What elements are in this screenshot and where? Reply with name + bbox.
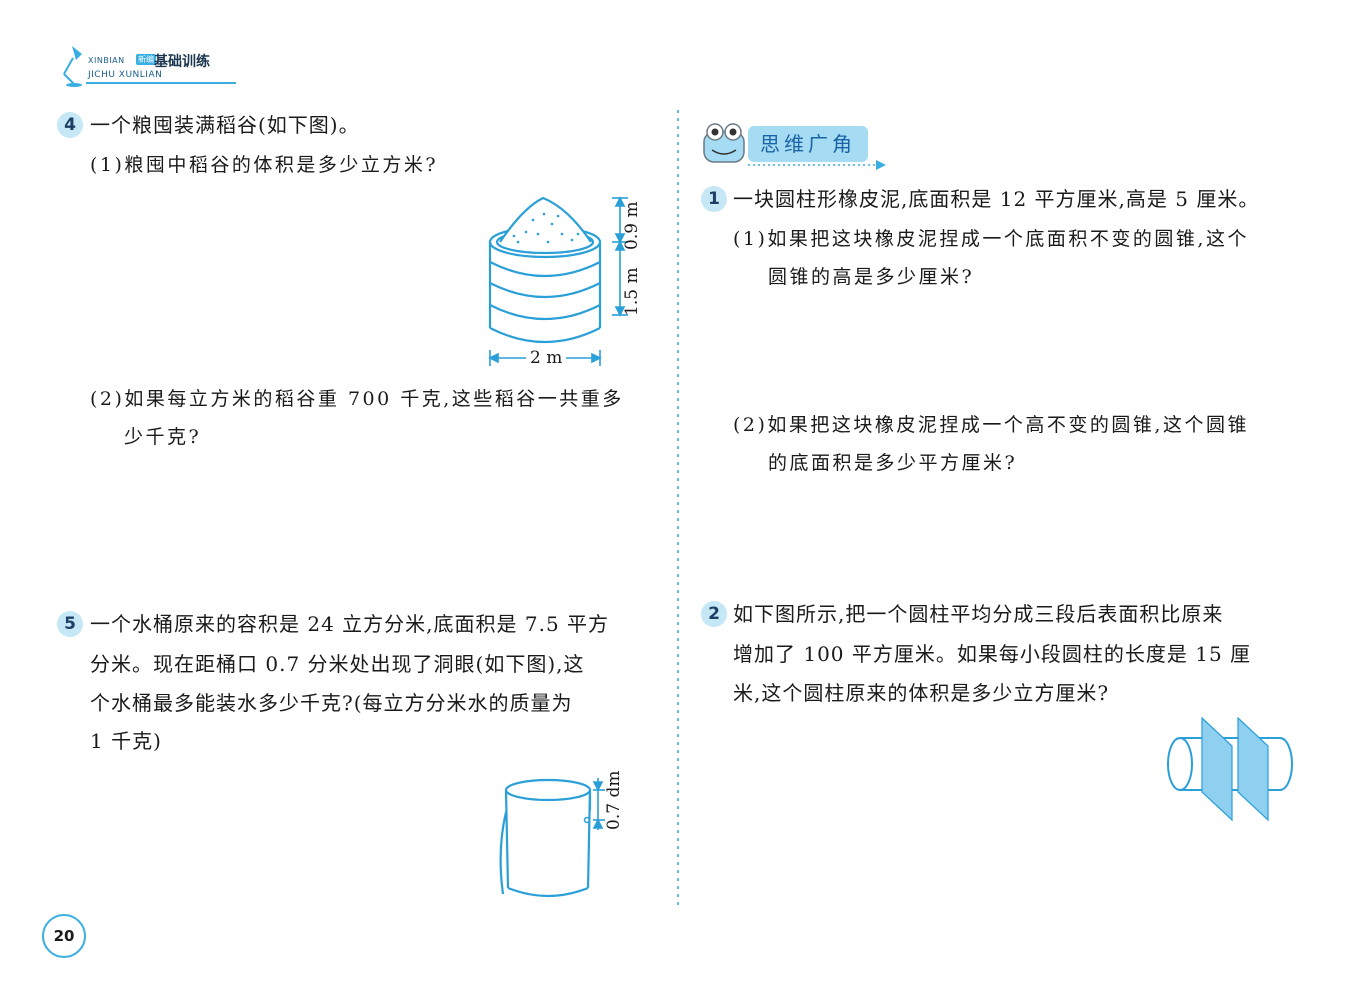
question-5-line-4: 1 千克) bbox=[90, 729, 162, 753]
granary-body-height-label: 1.5 m bbox=[622, 267, 642, 316]
thinking-question-1-part-2-line-1: (2)如果把这块橡皮泥捏成一个高不变的圆锥,这个圆锥 bbox=[733, 414, 1249, 436]
bucket-figure bbox=[499, 778, 605, 898]
column-divider bbox=[677, 110, 679, 905]
granary-figure bbox=[488, 196, 628, 366]
granary-cone-height-label: 0.9 m bbox=[622, 201, 642, 250]
thinking-question-1-part-1-line-2: 圆锥的高是多少厘米? bbox=[768, 266, 975, 288]
logo-series-title: 基础训练 bbox=[154, 54, 210, 70]
logo-pinyin-bottom: JICHU XUNLIAN bbox=[88, 70, 163, 80]
question-4-part-2-line-2: 少千克? bbox=[124, 426, 202, 448]
question-4-number: 4 bbox=[57, 112, 83, 138]
thinking-question-2-line-3: 米,这个圆柱原来的体积是多少立方厘米? bbox=[733, 681, 1110, 705]
thinking-question-1-number: 1 bbox=[701, 186, 727, 212]
question-5-line-3: 个水桶最多能装水多少千克?(每立方分米水的质量为 bbox=[90, 691, 573, 715]
question-5-number: 5 bbox=[57, 611, 83, 637]
thinking-question-1-part-1-line-1: (1)如果把这块橡皮泥捏成一个底面积不变的圆锥,这个 bbox=[733, 228, 1249, 250]
thinking-question-1-part-2-line-2: 的底面积是多少平方厘米? bbox=[768, 452, 1018, 474]
logo-tag: 新编 bbox=[136, 54, 156, 65]
lamp-icon bbox=[63, 46, 82, 87]
question-5-line-2: 分米。现在距桶口 0.7 分米处出现了洞眼(如下图),这 bbox=[90, 652, 585, 676]
thinking-question-2-line-2: 增加了 100 平方厘米。如果每小段圆柱的长度是 15 厘 bbox=[733, 642, 1252, 666]
bucket-hole-distance-label: 0.7 dm bbox=[604, 770, 624, 830]
thinking-question-2-number: 2 bbox=[701, 601, 727, 627]
question-4-part-1: (1)粮囤中稻谷的体积是多少立方米? bbox=[90, 154, 439, 176]
page-number: 20 bbox=[42, 914, 86, 958]
series-logo: XINBIAN 新编 基础训练 JICHU XUNLIAN bbox=[58, 40, 236, 90]
cut-cylinder-figure bbox=[1167, 716, 1293, 822]
frog-mascot-icon bbox=[703, 123, 745, 163]
section-title-underline bbox=[748, 160, 886, 170]
logo-underline bbox=[86, 82, 236, 84]
section-title: 思维广角 bbox=[748, 126, 868, 162]
granary-diameter-label: 2 m bbox=[526, 348, 567, 368]
question-4-part-2-line-1: (2)如果每立方米的稻谷重 700 千克,这些稻谷一共重多 bbox=[90, 388, 624, 410]
thinking-question-1-stem: 一块圆柱形橡皮泥,底面积是 12 平方厘米,高是 5 厘米。 bbox=[733, 187, 1260, 211]
thinking-question-2-line-1: 如下图所示,把一个圆柱平均分成三段后表面积比原来 bbox=[733, 602, 1224, 626]
question-4-stem: 一个粮囤装满稻谷(如下图)。 bbox=[90, 113, 360, 137]
question-5-line-1: 一个水桶原来的容积是 24 立方分米,底面积是 7.5 平方 bbox=[90, 612, 610, 636]
logo-pinyin-top: XINBIAN bbox=[88, 56, 125, 65]
